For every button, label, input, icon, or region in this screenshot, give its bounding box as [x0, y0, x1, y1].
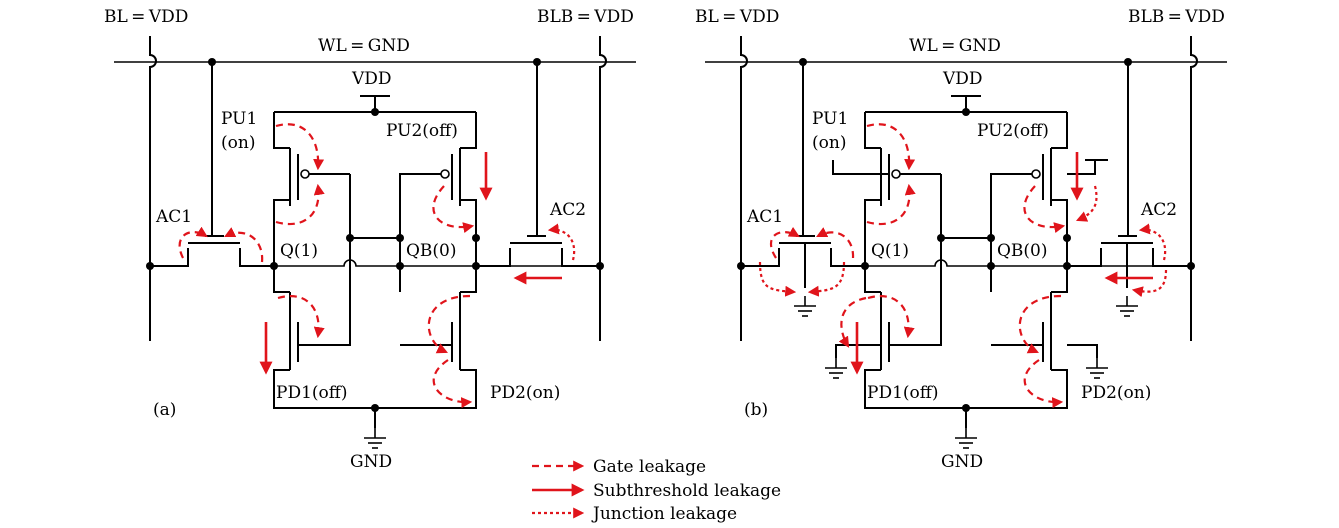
gnd-label-b: GND: [941, 452, 983, 472]
legend-junction-label: Junction leakage: [591, 504, 737, 524]
ac1-label: AC1: [155, 207, 192, 227]
pd1-label: PD1(off): [276, 383, 347, 403]
panel-b: BL = VDD BLB = VDD WL = GND VDD PU1 (on)…: [695, 7, 1227, 472]
pd2-gate-leak-top: [427, 294, 471, 354]
pu2-label: PU2(off): [386, 121, 458, 141]
ac2-junction-leak: [547, 223, 576, 261]
wl-label-b: WL = GND: [909, 36, 1001, 56]
pd2-label-b: PD2(on): [1081, 383, 1151, 403]
pu1-gate-leak-bottom: [275, 183, 325, 226]
legend-gate-label: Gate leakage: [593, 457, 706, 477]
blb-label-b: BLB = VDD: [1128, 7, 1225, 27]
wl-label: WL = GND: [318, 36, 410, 56]
bl-line: [149, 36, 157, 341]
blb-line-b: [1190, 36, 1198, 341]
ac2-label: AC2: [549, 200, 586, 220]
pd2-gate-leak-bottom: [432, 359, 473, 409]
vdd-label-b: VDD: [942, 69, 983, 89]
pu1-state-label-b: (on): [812, 133, 846, 153]
pu1-state-label: (on): [221, 133, 255, 153]
panel-b-label: (b): [744, 400, 768, 420]
panel-a: BL = VDD BLB = VDD WL = GND VDD PU1 (on)…: [104, 7, 636, 472]
blb-label: BLB = VDD: [537, 7, 634, 27]
pu1-gate-leak-top: [275, 123, 325, 171]
bl-label-b: BL = VDD: [695, 7, 779, 27]
pd1-gate-leak: [277, 295, 325, 339]
blb-line: [599, 36, 607, 341]
ac2-label-b: AC2: [1140, 200, 1177, 220]
ac1-gate-leak-right: [224, 227, 264, 263]
legend-sub-label: Subthreshold leakage: [593, 481, 781, 501]
vdd-label: VDD: [351, 69, 392, 89]
pu2-label-b: PU2(off): [977, 121, 1049, 141]
gnd-label: GND: [350, 452, 392, 472]
bl-label: BL = VDD: [104, 7, 188, 27]
pd1-label-b: PD1(off): [867, 383, 938, 403]
pu1-label: PU1: [221, 109, 257, 129]
panel-a-label: (a): [153, 400, 176, 420]
q-label: Q(1): [280, 241, 318, 261]
pu1-label-b: PU1: [812, 109, 848, 129]
qb-label-b: QB(0): [997, 241, 1048, 261]
bl-line-b: [740, 36, 748, 341]
pu2-gate-leak: [432, 185, 475, 234]
q-label-b: Q(1): [871, 241, 909, 261]
legend: Gate leakage Subthreshold leakage Juncti…: [532, 457, 781, 524]
qb-label: QB(0): [406, 241, 457, 261]
ac1-label-b: AC1: [746, 207, 783, 227]
ac1-gate-leak-left: [178, 226, 208, 259]
pd2-label: PD2(on): [490, 383, 560, 403]
